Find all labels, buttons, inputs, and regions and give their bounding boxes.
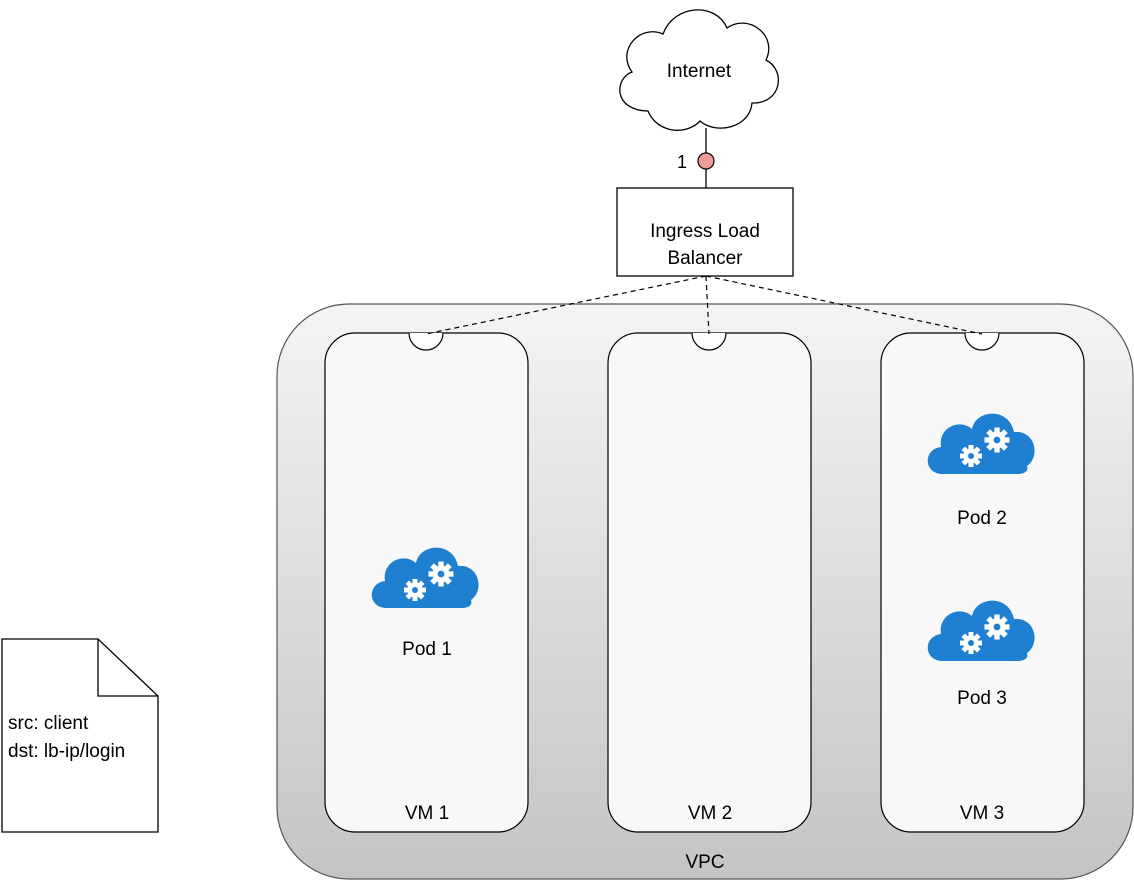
vm-2-label: VM 2 (688, 803, 732, 824)
packet-note-destination-text: dst: lb-ip/login (8, 741, 125, 762)
pod-2-label: Pod 2 (957, 508, 1007, 529)
connector-point-dot (697, 152, 715, 170)
lb-to-vm-3-link (705, 275, 983, 335)
vm-1-label: VM 1 (405, 803, 449, 824)
internet-label: Internet (667, 61, 732, 82)
vm-3-port-notch (964, 332, 1000, 351)
load-balancer-label-line-1: Ingress Load (650, 221, 760, 242)
vm-3-box (880, 332, 1085, 833)
internet-cloud-icon (619, 9, 779, 131)
connector-number-label: 1 (677, 152, 687, 172)
pod-3-label: Pod 3 (957, 688, 1007, 709)
ingress-load-balancer-box (616, 187, 794, 277)
pod-1-label: Pod 1 (402, 639, 452, 660)
lb-to-vm-1-link (425, 275, 707, 335)
packet-note-source-text: src: client (8, 713, 89, 734)
lb-to-vm-2-link (705, 275, 710, 335)
vm-3-label: VM 3 (960, 803, 1004, 824)
vpc-label: VPC (685, 852, 724, 873)
packet-note-document-icon (1, 638, 159, 833)
vm-2-port-notch (691, 332, 727, 351)
vm-2-box (607, 332, 812, 833)
vm-1-port-notch (408, 332, 444, 351)
load-balancer-label-line-2: Balancer (668, 248, 744, 269)
